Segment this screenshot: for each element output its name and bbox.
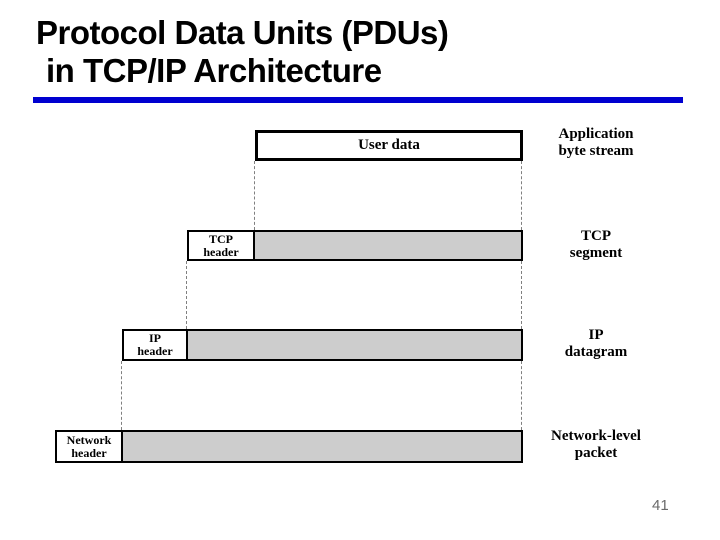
application-byte-stream-label: Application byte stream: [538, 126, 654, 160]
page-title-line2: in TCP/IP Architecture: [46, 52, 382, 89]
application-label-line2: byte stream: [558, 143, 634, 159]
user-data-box: User data: [255, 130, 523, 161]
dashed-connector: [521, 361, 522, 430]
tcp-segment-label: TCP segment: [538, 228, 654, 262]
network-packet-label-line2: packet: [574, 445, 618, 461]
ip-data-box: [188, 331, 521, 359]
ip-header-label-line2: header: [137, 344, 173, 358]
network-data-box: [123, 432, 521, 461]
page-number: 41: [652, 497, 669, 514]
tcp-segment-row: TCP header: [187, 230, 523, 261]
network-level-packet-label: Network-level packet: [538, 428, 654, 462]
title-underline-rule: [33, 97, 683, 103]
dashed-connector: [521, 161, 522, 230]
dashed-connector: [254, 161, 255, 230]
network-header-box: Network header: [57, 432, 123, 461]
tcp-segment-label-line2: segment: [569, 245, 623, 261]
tcp-segment-label-line1: TCP: [581, 228, 611, 244]
ip-datagram-label-line2: datagram: [564, 344, 628, 360]
network-packet-label-line1: Network-level: [551, 428, 641, 444]
dashed-connector: [186, 261, 187, 329]
user-data-label: User data: [358, 137, 420, 153]
ip-datagram-label: IP datagram: [538, 327, 654, 361]
application-label-line1: Application: [558, 126, 634, 142]
ip-header-label-line1: IP: [149, 331, 161, 345]
network-packet-row: Network header: [55, 430, 523, 463]
ip-datagram-label-line1: IP: [588, 327, 604, 343]
tcp-data-box: [255, 232, 521, 259]
dashed-connector: [121, 361, 122, 430]
page-title: Protocol Data Units (PDUs) in TCP/IP Arc…: [36, 14, 449, 90]
dashed-connector: [521, 261, 522, 329]
ip-header-box: IP header: [124, 331, 188, 359]
ip-datagram-row: IP header: [122, 329, 523, 361]
network-header-label-line2: header: [71, 445, 107, 460]
tcp-header-box: TCP header: [189, 232, 255, 259]
tcp-header-label-line1: TCP: [209, 231, 233, 246]
tcp-header-label-line2: header: [203, 244, 239, 259]
network-header-label-line1: Network: [66, 432, 112, 447]
page-title-line1: Protocol Data Units (PDUs): [36, 14, 449, 51]
